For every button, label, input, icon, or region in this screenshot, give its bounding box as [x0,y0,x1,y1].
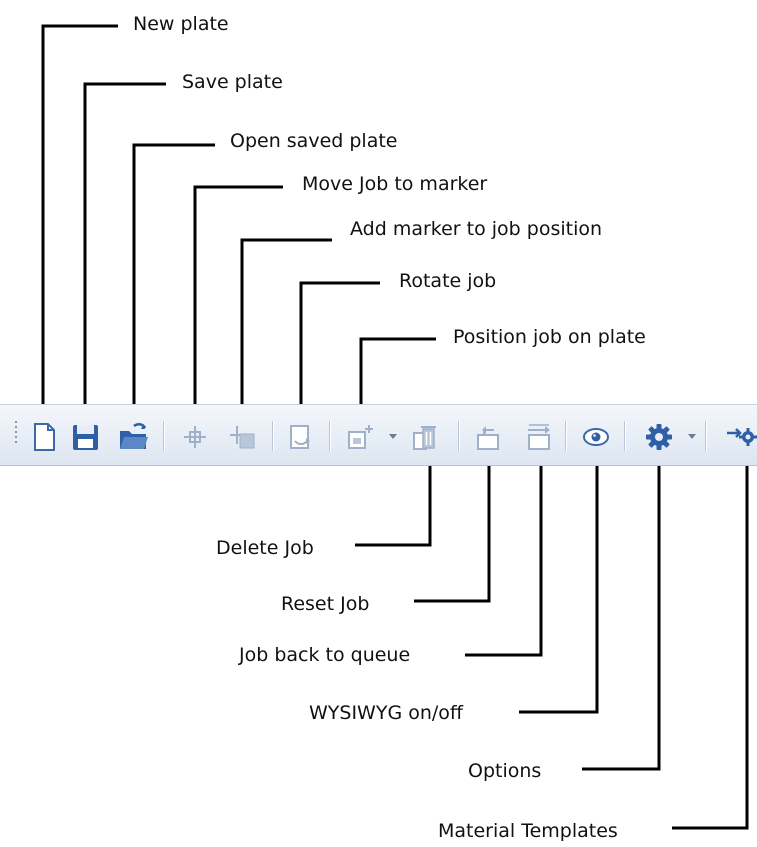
leader-save-plate [83,82,166,426]
label-add-marker-to-job-position: Add marker to job position [350,218,603,240]
options-dropdown-arrow[interactable] [688,434,696,439]
label-options: Options [468,760,542,782]
job-back-icon[interactable] [522,420,556,454]
plate-toolbar [0,404,757,466]
leader-job-back [465,460,543,657]
rotate-job-icon[interactable] [284,420,318,454]
label-move-job-to-marker: Move Job to marker [302,173,488,195]
label-open-saved-plate: Open saved plate [230,130,398,152]
wysiwyg-icon[interactable] [579,420,613,454]
label-delete-job: Delete Job [216,537,314,559]
position-job-icon[interactable] [343,420,377,454]
leader-wysiwyg [519,460,599,714]
toolbar-separator [565,421,567,451]
toolbar-separator [163,421,165,451]
leader-options [582,460,661,771]
save-plate-icon[interactable] [68,420,102,454]
leader-move-job [193,185,283,426]
toolbar-separator [458,421,460,451]
move-job-icon[interactable] [178,420,212,454]
toolbar-grip[interactable] [14,421,18,451]
leader-reset-job [414,460,491,603]
delete-job-icon[interactable] [408,420,442,454]
leader-rotate-job [299,281,380,426]
label-wysiwyg-on-off: WYSIWYG on/off [309,702,463,724]
reset-job-icon[interactable] [472,420,506,454]
open-plate-icon[interactable] [116,420,150,454]
label-material-templates: Material Templates [438,820,618,842]
add-marker-icon[interactable] [225,420,259,454]
leader-open-saved-plate [132,143,215,426]
options-icon[interactable] [642,420,676,454]
leader-position-job [359,337,436,426]
toolbar-separator [272,421,274,451]
label-rotate-job: Rotate job [399,270,497,292]
label-reset-job: Reset Job [281,593,370,615]
label-position-job-on-plate: Position job on plate [453,326,646,348]
label-save-plate: Save plate [182,71,283,93]
leader-new-plate [41,24,118,426]
toolbar-separator [705,421,707,451]
leader-add-marker [240,238,332,426]
position-job-dropdown-arrow[interactable] [389,434,397,439]
toolbar-separator [329,421,331,451]
leader-delete-job [355,460,432,547]
toolbar-separator [624,421,626,451]
label-job-back-to-queue: Job back to queue [239,644,411,666]
new-plate-icon[interactable] [27,420,61,454]
leader-material-templates [672,460,749,830]
material-templates-icon[interactable] [724,420,757,454]
label-new-plate: New plate [133,13,229,35]
